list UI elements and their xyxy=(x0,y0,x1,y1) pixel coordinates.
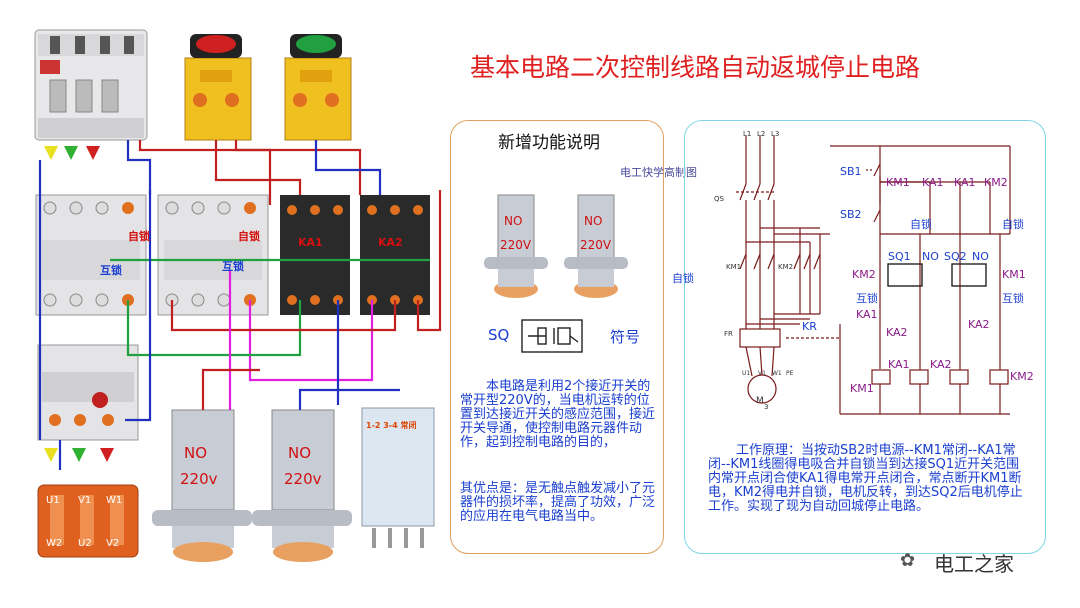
stop-button xyxy=(184,34,252,141)
relay-ka1 xyxy=(280,195,350,315)
selflock-label-1: 自锁 xyxy=(128,230,150,243)
circuit-breaker xyxy=(34,29,148,141)
kr-label: KR xyxy=(802,320,817,333)
watermark-text: 电工快学高制图 xyxy=(620,166,697,179)
sb1-label: SB1 xyxy=(840,165,862,178)
sq-label: SQ xyxy=(488,326,510,344)
proximity-switch-symbol xyxy=(521,319,583,353)
motor-term-pe: PE xyxy=(786,370,794,377)
phase-l1: L1 xyxy=(743,130,752,138)
ctrl-ka2-label-1: KA2 xyxy=(886,326,908,339)
ctrl-km2-nc-label: KM2 xyxy=(852,268,876,281)
footer-brand: 电工之家 xyxy=(934,552,1014,576)
qs-label: QS xyxy=(714,195,724,203)
work-principle-text: 工作原理：当按动SB2时电源--KM1常闭--KA1常闭--KM1线圈得电吸合并… xyxy=(708,443,1023,514)
sb2-label: SB2 xyxy=(840,208,862,221)
proximity-sensor-2 xyxy=(252,409,352,562)
thermal-overload-relay xyxy=(37,344,139,441)
motor-label: M xyxy=(756,396,764,406)
motor-term-v1: V1 xyxy=(758,370,766,377)
ctrl-interlock-1: 互锁 xyxy=(856,292,878,305)
coil-km1-label: KM1 xyxy=(850,382,874,395)
plug-in-relay xyxy=(361,407,435,548)
ctrl-selflock-2: 自锁 xyxy=(1002,218,1024,231)
ctrl-km2-label: KM2 xyxy=(984,176,1008,189)
selflock-label-2: 自锁 xyxy=(238,230,260,243)
ctrl-ka1-nc-label: KA1 xyxy=(922,176,944,189)
panel-sensor2-no: NO xyxy=(584,214,603,228)
sensor1-voltage: 220v xyxy=(180,470,218,488)
motor-phase-label: 3 xyxy=(764,403,769,411)
relay-caption: 1-2 3-4 常闭 xyxy=(366,421,417,430)
ctrl-ka1-no-label: KA1 xyxy=(954,176,976,189)
ka2-label: KA2 xyxy=(378,236,403,249)
ctrl-selflock-1: 自锁 xyxy=(910,218,932,231)
sq2-label: SQ2 xyxy=(944,250,967,263)
description-paragraph-1: 本电路是利用2个接近开关的常开型220V的，当电机运转的位置到达接近开关的感应范… xyxy=(460,379,656,450)
panel-sensor2-voltage: 220V xyxy=(580,238,612,252)
terminal-u1: U1 xyxy=(46,495,60,506)
contactor-km1 xyxy=(35,194,147,316)
interlock-label-1: 互锁 xyxy=(100,264,122,277)
wires xyxy=(38,140,442,470)
sensor1-no: NO xyxy=(184,444,208,462)
interlock-label-2: 互锁 xyxy=(222,260,244,273)
wechat-icon: ✿ xyxy=(900,550,916,571)
schematic-panel xyxy=(684,120,1046,554)
phase-l2: L2 xyxy=(757,130,766,138)
page-title: 基本电路二次控制线路自动返城停止电路 xyxy=(470,53,921,82)
contactor-km2 xyxy=(157,194,269,316)
description-paragraph-2: 其优点是：是无触点触发减小了元器件的损坏率，提高了功效，广泛的应用在电气电路当中… xyxy=(460,481,656,524)
terminal-v1: V1 xyxy=(78,495,92,506)
function-description-panel xyxy=(450,120,664,554)
terminal-w2: W2 xyxy=(46,538,63,549)
wiring-diagram xyxy=(34,29,442,562)
motor-term-u1: U1 xyxy=(742,370,751,377)
fr-label: FR xyxy=(724,330,733,338)
ka1-label: KA1 xyxy=(298,236,323,249)
relay-ka2 xyxy=(360,195,430,315)
panel-sensor1-voltage: 220V xyxy=(500,238,532,252)
ctrl-km1-nc-label: KM1 xyxy=(886,176,910,189)
symbol-label: 符号 xyxy=(610,328,641,346)
coil-ka2-label: KA2 xyxy=(930,358,952,371)
coil-km2-label: KM2 xyxy=(1010,370,1034,383)
ctrl-ka1-label-2: KA1 xyxy=(856,308,878,321)
panel-header: 新增功能说明 xyxy=(498,133,600,153)
ctrl-km1-nc-label-2: KM1 xyxy=(1002,268,1026,281)
sensor2-voltage: 220v xyxy=(284,470,322,488)
sq1-label: SQ1 xyxy=(888,250,911,263)
proximity-sensor-1 xyxy=(152,409,252,562)
panel-sensor1-no: NO xyxy=(504,214,523,228)
coil-ka1-label: KA1 xyxy=(888,358,910,371)
terminal-w1: W1 xyxy=(106,495,123,506)
ctrl-interlock-2: 互锁 xyxy=(1002,292,1024,305)
sq2-no-label: NO xyxy=(972,250,989,263)
motor-term-w1: W1 xyxy=(772,370,782,377)
terminal-u2: U2 xyxy=(78,538,92,549)
main-km1-label: KM1 xyxy=(726,263,742,271)
control-schematic xyxy=(736,136,1011,415)
schematic-selflock-left: 自锁 xyxy=(672,272,694,285)
main-km2-label: KM2 xyxy=(778,263,794,271)
sq1-no-label: NO xyxy=(922,250,939,263)
start-button xyxy=(284,34,352,141)
terminal-v2: V2 xyxy=(106,538,120,549)
sensor2-no: NO xyxy=(288,444,312,462)
ctrl-ka2-label-2: KA2 xyxy=(968,318,990,331)
motor-terminal-block xyxy=(37,484,139,558)
phase-l3: L3 xyxy=(771,130,780,138)
sensor-photos xyxy=(484,194,628,298)
